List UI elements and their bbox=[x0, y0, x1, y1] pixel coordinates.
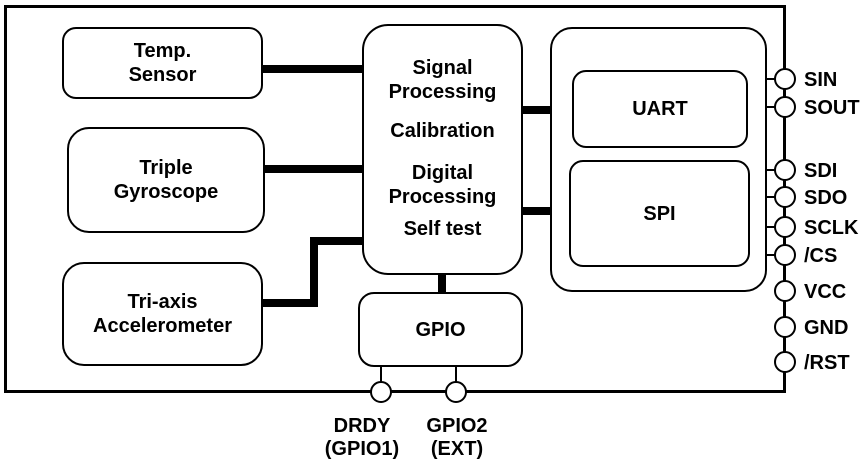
pin-circle-gnd bbox=[774, 316, 796, 338]
wire-gpio-gpio2 bbox=[455, 366, 457, 382]
pin-label-sin: SIN bbox=[804, 69, 838, 91]
connector-core-to-spi bbox=[521, 207, 571, 215]
connector-accel-elbow-vertical bbox=[310, 237, 318, 307]
pin-label-rst: /RST bbox=[804, 352, 850, 374]
connector-accel-elbow-lower bbox=[261, 299, 318, 307]
block-gpio: GPIO bbox=[358, 292, 523, 367]
block-uart: UART bbox=[572, 70, 748, 148]
pin-circle-vcc bbox=[774, 280, 796, 302]
pin-label-sout: SOUT bbox=[804, 97, 860, 119]
pin-circle-sin bbox=[774, 68, 796, 90]
pin-circle-cs bbox=[774, 244, 796, 266]
block-tri-axis-accelerometer: Tri-axis Accelerometer bbox=[62, 262, 263, 366]
core-label-digital-processing: Digital Processing bbox=[388, 162, 497, 208]
core-label-calibration: Calibration bbox=[390, 120, 495, 142]
pin-label-gnd: GND bbox=[804, 317, 849, 339]
block-temp-sensor: Temp. Sensor bbox=[62, 27, 263, 99]
pin-label-vcc: VCC bbox=[804, 281, 847, 303]
pin-circle-sout bbox=[774, 96, 796, 118]
block-triple-gyroscope: Triple Gyroscope bbox=[67, 127, 265, 233]
core-label-signal-processing: Signal Processing bbox=[388, 57, 497, 103]
pin-label-cs: /CS bbox=[804, 245, 838, 267]
connector-core-to-gpio bbox=[438, 273, 446, 294]
pin-circle-rst bbox=[774, 351, 796, 373]
pin-label-drdy: DRDY (GPIO1) bbox=[324, 415, 400, 460]
pin-label-sclk: SCLK bbox=[804, 217, 859, 239]
pin-circle-sdi bbox=[774, 159, 796, 181]
pin-circle-gpio2 bbox=[445, 381, 467, 403]
pin-label-gpio2: GPIO2 (EXT) bbox=[426, 415, 488, 460]
block-processing-core: Signal Processing Calibration Digital Pr… bbox=[362, 24, 523, 275]
pin-circle-sdo bbox=[774, 186, 796, 208]
pin-label-sdo: SDO bbox=[804, 187, 848, 209]
connector-accel-elbow-upper bbox=[310, 237, 364, 245]
pin-circle-drdy bbox=[370, 381, 392, 403]
pin-circle-sclk bbox=[774, 216, 796, 238]
wire-gpio-drdy bbox=[380, 366, 382, 382]
core-label-self-test: Self test bbox=[403, 218, 482, 240]
connector-temp-to-core bbox=[261, 65, 364, 73]
connector-gyro-to-core bbox=[263, 165, 364, 173]
connector-core-to-uart bbox=[521, 106, 574, 114]
pin-label-sdi: SDI bbox=[804, 160, 838, 182]
block-spi: SPI bbox=[569, 160, 750, 267]
